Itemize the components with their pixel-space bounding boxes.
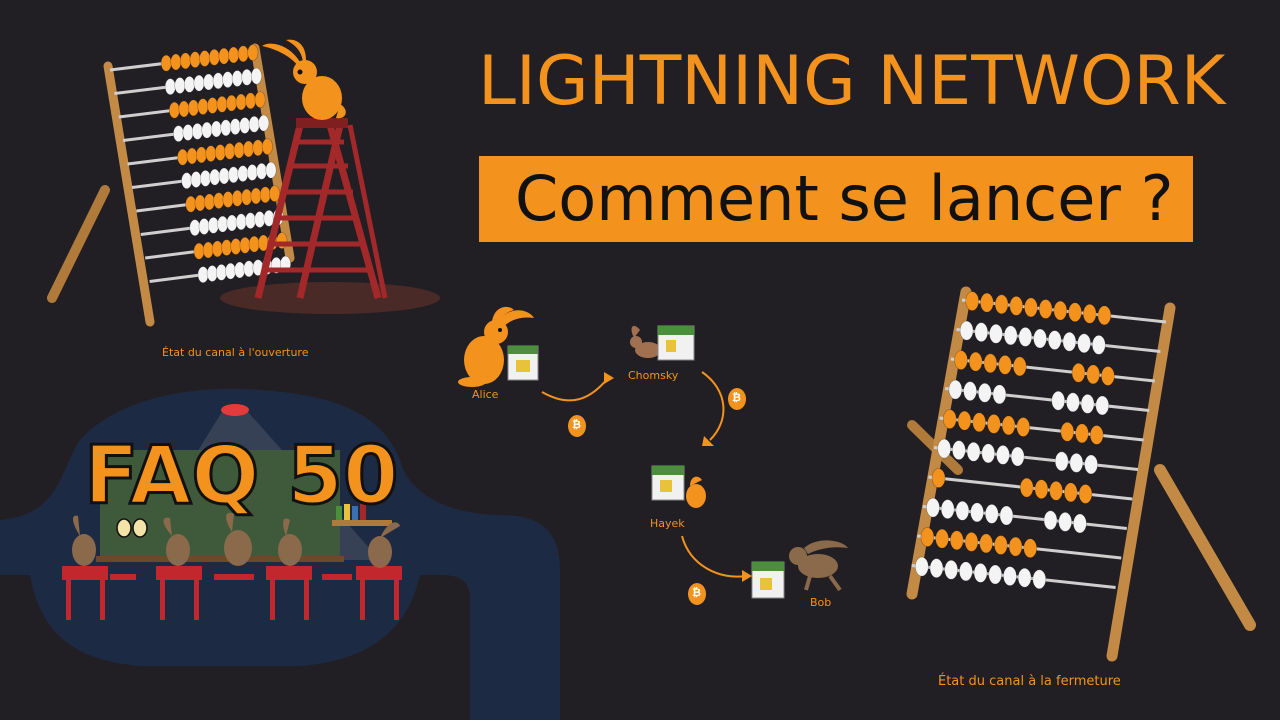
ladder-illustration (254, 118, 388, 299)
network-diagram (458, 306, 848, 605)
rabbit-on-ladder-icon (262, 39, 346, 120)
subtitle-banner (479, 156, 1193, 242)
bitcoin-symbol-2: ₿ (732, 391, 741, 404)
node-label-alice: Alice (472, 388, 499, 401)
alice-rabbit-icon (458, 306, 534, 387)
hayek-rabbit-icon (686, 476, 706, 508)
alice-node-box-icon (507, 345, 539, 381)
classroom-illustration (0, 388, 560, 720)
hayek-node-box-icon (651, 465, 685, 501)
page-subtitle: Comment se lancer ? (515, 162, 1174, 235)
node-label-chomsky: Chomsky (628, 369, 679, 382)
faq-badge: FAQ 50 (83, 429, 401, 522)
chomsky-node-box-icon (657, 325, 695, 361)
page-title: LIGHTNING NETWORK (478, 42, 1226, 121)
caption-channel-opening: État du canal à l'ouverture (162, 346, 309, 359)
chomsky-rabbit-icon (630, 325, 661, 358)
node-label-bob: Bob (810, 596, 832, 609)
node-label-hayek: Hayek (650, 517, 685, 530)
bob-rabbit-icon (789, 540, 848, 592)
bitcoin-symbol-3: ₿ (692, 586, 701, 599)
bitcoin-coin-icon (568, 388, 746, 605)
bob-node-box-icon (751, 561, 785, 599)
bitcoin-symbol-1: ₿ (572, 418, 581, 431)
caption-channel-closing: État du canal à la fermeture (938, 674, 1121, 689)
abacus-closing-illustration (906, 286, 1256, 662)
